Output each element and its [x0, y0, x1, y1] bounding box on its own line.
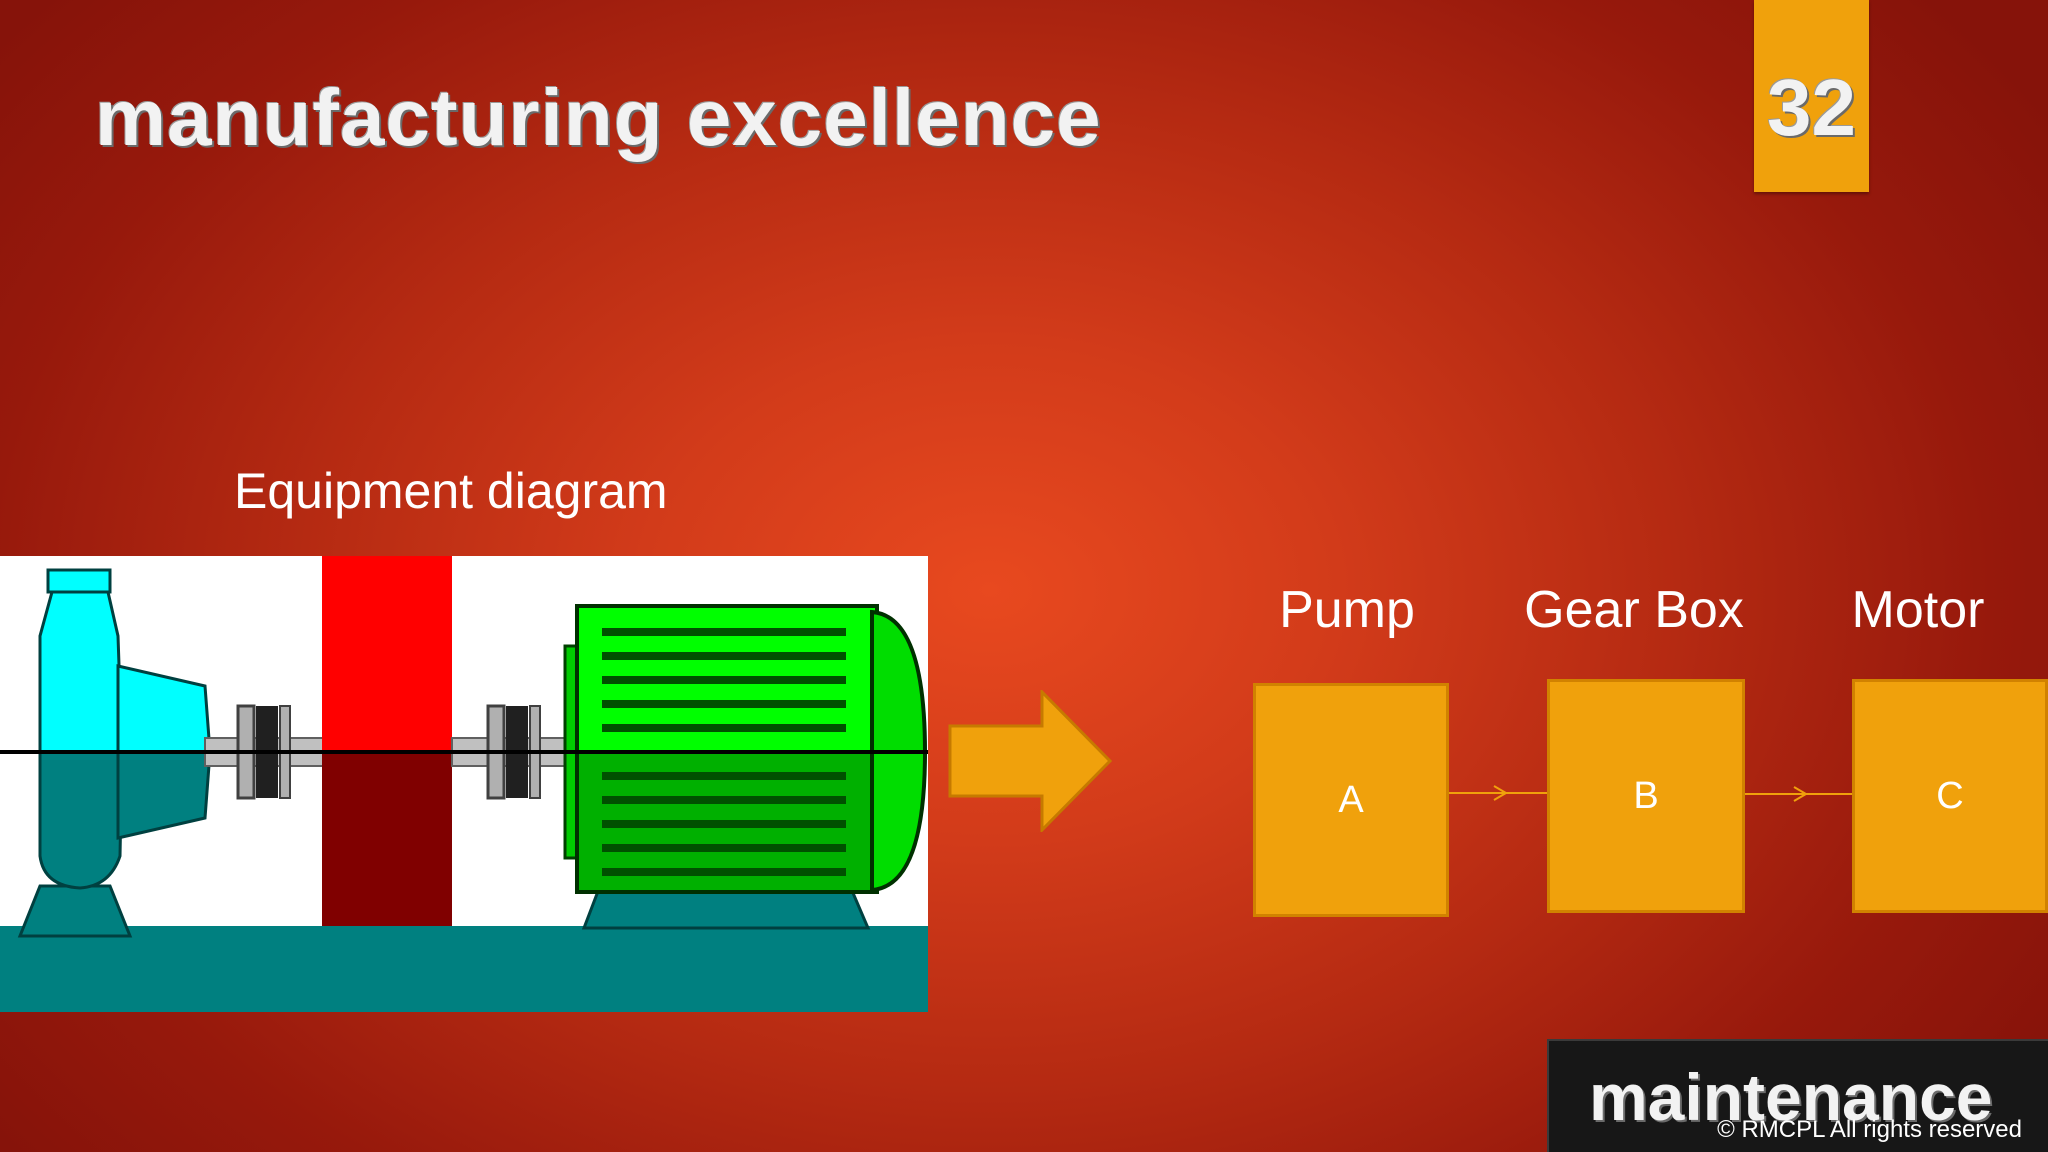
block-heading-pump: Pump: [1279, 581, 1415, 639]
page-number: 32: [1767, 63, 1856, 152]
block-letter-b: B: [1633, 774, 1659, 817]
equipment-diagram-label: Equipment diagram: [234, 463, 668, 519]
right-arrow-icon: [948, 690, 1112, 832]
pump-body-upper: [38, 590, 124, 754]
connector-a-b: [1449, 785, 1547, 801]
motor-fins: [602, 628, 846, 876]
pump-body-lower: [38, 750, 124, 890]
equipment-base: [0, 926, 928, 1012]
block-a: A: [1253, 683, 1449, 917]
block-b: B: [1547, 679, 1745, 913]
block-letter-a: A: [1338, 778, 1364, 821]
pump-pedestal: [17, 884, 133, 938]
gearbox-upper: [322, 556, 452, 752]
slide-title: manufacturing excellence: [95, 73, 1102, 162]
block-letter-c: C: [1936, 774, 1964, 817]
page-number-badge: 32: [1754, 0, 1869, 192]
footer-title: maintenance: [1589, 1060, 1993, 1134]
equipment-diagram-image: [0, 556, 928, 1012]
block-heading-motor: Motor: [1851, 581, 1985, 639]
block-heading-gearbox: Gear Box: [1524, 581, 1744, 639]
footer-banner: maintenance © RMCPL All rights reserved: [1547, 1039, 2048, 1152]
connector-b-c: [1745, 786, 1852, 802]
footer-copyright: © RMCPL All rights reserved: [1717, 1116, 2022, 1143]
gearbox-lower: [322, 752, 452, 926]
block-c: C: [1852, 679, 2048, 913]
pump-cap: [46, 568, 112, 594]
